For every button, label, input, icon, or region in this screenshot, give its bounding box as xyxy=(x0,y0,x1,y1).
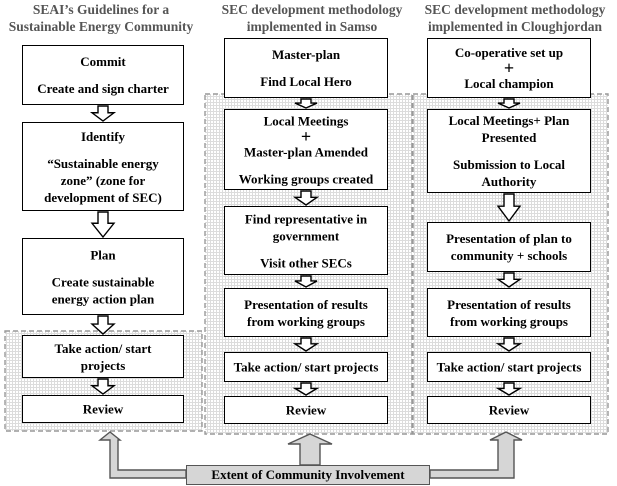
line-spacer xyxy=(225,244,387,254)
step-text: Create and sign charter xyxy=(37,81,169,96)
flow-arrow-col3-3 xyxy=(495,272,523,288)
step-box-col2-5: Take action/ start projects xyxy=(224,352,388,382)
column-2-header-line-2: implemented in Samso xyxy=(246,19,378,34)
step-text: Commit xyxy=(80,54,126,69)
flow-arrow-col1-1 xyxy=(89,105,117,122)
column-2-header: SEC development methodology implemented … xyxy=(205,1,419,35)
column-1-header-line-2: Sustainable Energy Community xyxy=(8,19,194,34)
step-text: Review xyxy=(285,402,327,418)
step-box-col3-1: Co-operative set up+Local champion xyxy=(427,38,591,98)
line-spacer xyxy=(23,263,183,273)
step-text: Review xyxy=(82,401,124,417)
flow-arrow-col3-4 xyxy=(495,337,523,352)
flow-arrow-col1-2 xyxy=(90,211,116,239)
step-text: Find Local Hero xyxy=(260,74,352,89)
step-text: Take action/ start projects xyxy=(436,359,582,375)
step-text: government xyxy=(272,228,340,243)
flow-arrow-col2-5 xyxy=(292,382,320,396)
step-text: “Sustainable energy xyxy=(47,155,159,171)
step-text: Review xyxy=(488,402,530,418)
step-text: Identify xyxy=(80,128,126,144)
line-spacer xyxy=(428,146,590,156)
step-text: community + schools xyxy=(450,248,568,263)
step-box-col2-6: Review xyxy=(224,396,388,424)
flow-arrow-col2-4 xyxy=(292,337,320,352)
line-spacer xyxy=(225,160,387,170)
step-text: Presentation of plan to xyxy=(446,231,572,246)
step-text: Local champion xyxy=(464,76,554,91)
flow-arrow-col3-2 xyxy=(496,193,522,223)
plus-sign: + xyxy=(503,58,515,78)
step-text: projects xyxy=(80,357,126,373)
step-box-col3-5: Take action/ start projects xyxy=(427,352,591,382)
step-text: Take action/ start xyxy=(54,340,152,356)
step-text: Master-plan Amended xyxy=(243,144,369,159)
involvement-arrow-right xyxy=(429,431,523,479)
column-1-header: SEAI’s Guidelines for a Sustainable Ener… xyxy=(0,1,202,35)
flow-arrow-col2-1 xyxy=(294,98,318,109)
involvement-arrow-middle xyxy=(287,433,333,466)
step-text: Plan xyxy=(90,247,116,262)
step-text: Create sustainable xyxy=(51,274,155,289)
step-box-col1-5: Review xyxy=(22,395,184,423)
extent-label: Extent of Community Involvement xyxy=(186,465,430,485)
step-text: Find representative in xyxy=(244,211,368,226)
flow-arrow-col1-4 xyxy=(89,378,117,395)
flow-arrow-col2-3 xyxy=(294,275,318,288)
involvement-arrow-left xyxy=(98,431,187,479)
column-2-header-line-1: SEC development methodology xyxy=(221,2,403,17)
step-text: Presentation of results xyxy=(447,296,571,312)
step-text: Working groups created xyxy=(238,171,374,186)
column-1-header-line-1: SEAI’s Guidelines for a xyxy=(32,2,170,17)
step-text: from working groups xyxy=(450,313,568,329)
step-text: Local Meetings+ Plan xyxy=(448,113,570,128)
plus-sign: + xyxy=(300,126,312,146)
line-spacer xyxy=(225,63,387,73)
flow-arrow-col3-5 xyxy=(495,382,523,396)
step-text: Visit other SECs xyxy=(260,255,352,270)
column-3-header: SEC development methodology implemented … xyxy=(413,1,617,35)
column-3-header-line-1: SEC development methodology xyxy=(424,2,606,17)
step-text: Presentation of results xyxy=(244,296,368,312)
step-text: zone” (zone for xyxy=(60,172,146,188)
flow-arrow-col3-1 xyxy=(497,98,521,109)
step-text: Local Meetings xyxy=(263,113,349,128)
step-text: Presented xyxy=(481,130,537,145)
line-spacer xyxy=(23,145,183,155)
flow-arrow-col1-3 xyxy=(90,315,116,335)
flow-arrow-col2-2 xyxy=(292,190,320,206)
column-3-header-line-2: implemented in Cloughjordan xyxy=(427,19,603,34)
step-box-col3-3: Presentation of plan to community + schoo… xyxy=(427,222,591,272)
step-text: Master-plan xyxy=(271,47,341,62)
step-box-col3-6: Review xyxy=(427,396,591,424)
step-text: development of SEC) xyxy=(44,189,162,205)
line-spacer xyxy=(23,70,183,80)
step-text: Authority xyxy=(481,174,537,189)
step-text: Submission to Local xyxy=(453,157,565,172)
step-text: Take action/ start projects xyxy=(233,359,379,375)
step-text: energy action plan xyxy=(51,291,155,306)
step-text: Co-operative set up xyxy=(454,45,564,60)
step-text: from working groups xyxy=(247,313,365,329)
